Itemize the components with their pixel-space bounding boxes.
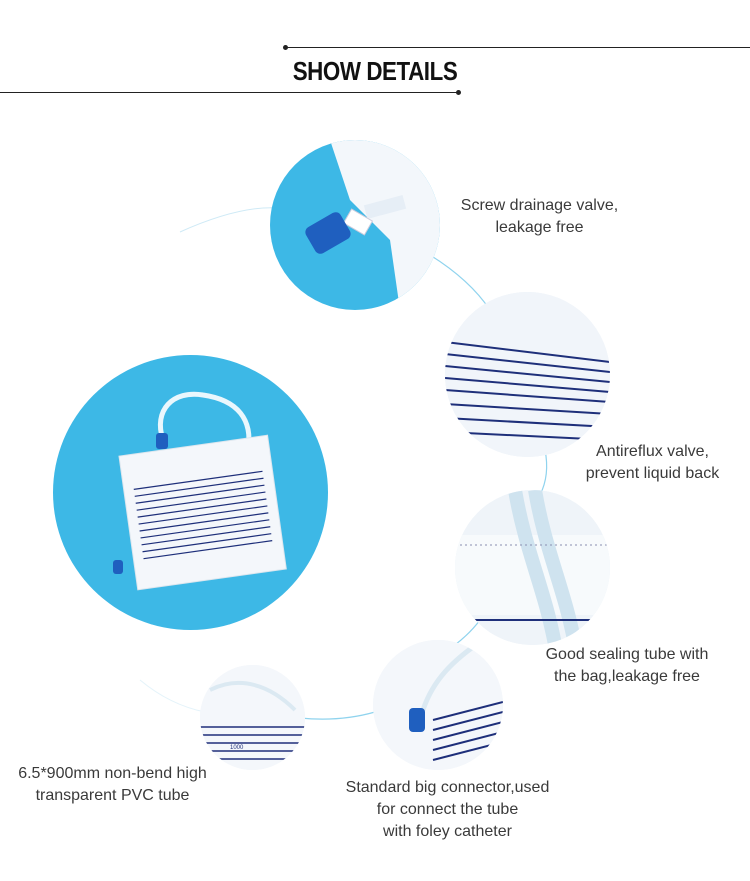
caption-antireflux: Antireflux valve, prevent liquid back — [570, 441, 735, 485]
header-rule-bottom-dot — [456, 90, 461, 95]
caption-line: the bag,leakage free — [554, 668, 700, 685]
header-rule-bottom — [0, 92, 458, 93]
caption-line: 6.5*900mm non-bend high — [18, 765, 207, 782]
sealing-tube-image — [455, 490, 610, 645]
urine-bag-image — [113, 391, 287, 591]
detail-circle-antireflux — [445, 292, 610, 457]
caption-line: for connect the tube — [376, 801, 519, 818]
caption-line: Screw drainage valve, — [460, 197, 619, 214]
caption-line: prevent liquid back — [585, 465, 720, 482]
caption-sealing-tube: Good sealing tube with the bag,leakage f… — [527, 644, 727, 688]
caption-connector: Standard big connector,used for connect … — [325, 777, 570, 843]
caption-line: with foley catheter — [383, 823, 512, 840]
caption-screw-valve: Screw drainage valve, leakage free — [452, 195, 627, 239]
caption-pvc-tube: 6.5*900mm non-bend high transparent PVC … — [0, 763, 225, 807]
detail-circle-pvc-tube: 1000 — [200, 665, 305, 770]
detail-circle-connector — [373, 640, 503, 770]
main-product-circle — [53, 355, 328, 630]
header-rule-top-dot — [283, 45, 288, 50]
page-title: SHOW DETAILS — [292, 56, 458, 86]
detail-circle-sealing-tube — [455, 490, 610, 645]
caption-line: leakage free — [495, 219, 584, 236]
volume-marking: 1000 — [230, 745, 244, 751]
caption-line: Good sealing tube with — [545, 646, 709, 663]
screw-valve-image — [305, 140, 440, 310]
antireflux-image — [445, 292, 610, 457]
connector-image — [373, 640, 503, 770]
caption-line: Antireflux valve, — [596, 443, 709, 460]
pvc-tube-image: 1000 — [200, 665, 305, 770]
header-rule-top — [285, 47, 750, 48]
caption-line: Standard big connector,used — [345, 779, 550, 796]
caption-line: transparent PVC tube — [35, 787, 190, 804]
detail-circle-screw-valve — [270, 140, 440, 310]
